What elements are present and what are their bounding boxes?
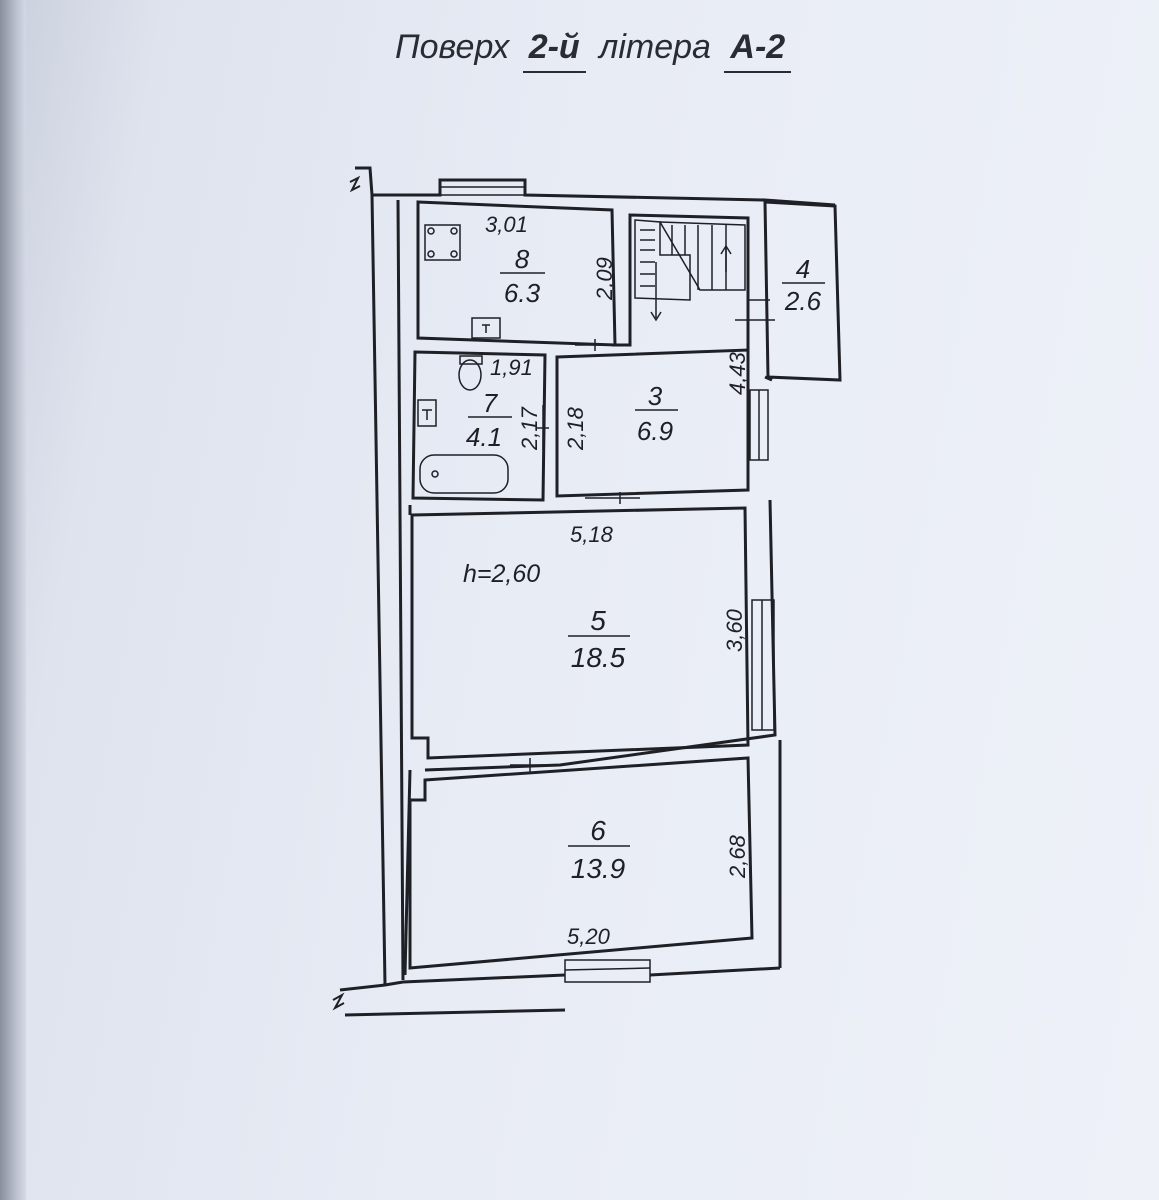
- room-7-area: 4.1: [466, 422, 502, 452]
- dim-room6-height: 2,68: [725, 834, 750, 879]
- bathtub-icon: [419, 454, 509, 494]
- plan-title: Поверх 2-й літера А-2: [395, 28, 795, 73]
- dim-room5-width: 5,18: [570, 522, 614, 547]
- window-bottom: [564, 959, 651, 983]
- outer-wall-bottom-c: [649, 966, 781, 977]
- title-middle: літера: [599, 28, 711, 66]
- room-5-area: 18.5: [571, 642, 626, 673]
- room-7-wall: [411, 350, 547, 502]
- outer-wall-bottom-b: [344, 1008, 566, 1017]
- room-7-number: 7: [483, 388, 499, 418]
- outer-wall-bottom: [339, 973, 566, 992]
- dim-room3-left: 2,18: [563, 406, 588, 451]
- staircase-icon: [634, 219, 746, 322]
- title-prefix: Поверх: [395, 28, 510, 66]
- dim-room6-width: 5,20: [567, 924, 611, 949]
- room-4-area: 2.6: [784, 286, 822, 316]
- stove-icon: [424, 224, 461, 261]
- dim-room5-height: 3,60: [722, 608, 747, 652]
- room-8-number: 8: [515, 244, 530, 274]
- dim-room3-right: 4,43: [725, 351, 750, 395]
- dim-room8-width: 3,01: [485, 212, 528, 237]
- room-6-area: 13.9: [571, 853, 626, 884]
- dim-room8-height: 2,09: [592, 257, 617, 301]
- room-3-number: 3: [648, 381, 663, 411]
- window-right-5: [751, 599, 775, 731]
- room-6-number: 6: [590, 815, 606, 846]
- dim-room7-width: 1,91: [490, 355, 533, 380]
- toilet-icon: [458, 359, 482, 391]
- ceiling-height: h=2,60: [463, 560, 540, 588]
- dim-room7-height: 2,17: [517, 406, 542, 451]
- room-3-wall: [555, 348, 750, 498]
- title-letter: А-2: [724, 28, 792, 73]
- outer-wall: [355, 166, 836, 207]
- outer-wall-left-b: [396, 199, 405, 981]
- room-4-number: 4: [796, 254, 810, 284]
- wash-basin-icon: [417, 399, 437, 427]
- page-edge-shadow: [0, 0, 26, 1200]
- room-5-number: 5: [590, 605, 606, 636]
- room-8-area: 6.3: [504, 278, 541, 308]
- room-5-wall: [410, 506, 750, 760]
- room-6-wall: [408, 756, 754, 970]
- title-floor: 2-й: [522, 28, 586, 73]
- room-4-wall: [763, 200, 842, 382]
- room-3-area: 6.9: [637, 416, 673, 446]
- outer-wall-left-a: [370, 194, 387, 986]
- kitchen-sink-icon: [471, 317, 501, 339]
